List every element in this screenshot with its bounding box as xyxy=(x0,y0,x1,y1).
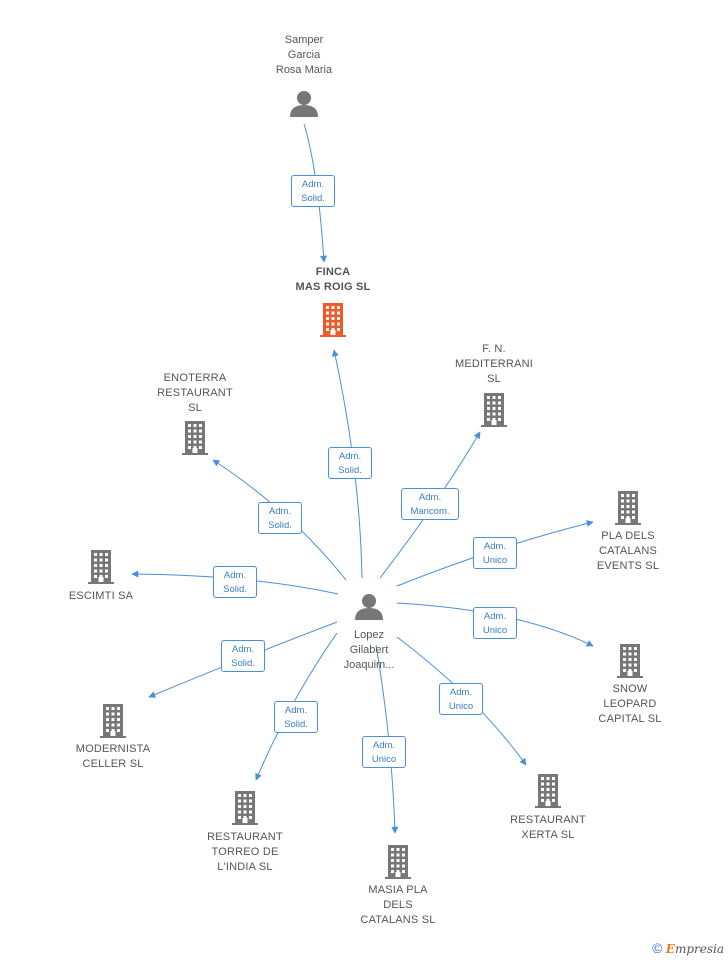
building-icon-escimti[interactable] xyxy=(88,550,114,584)
copyright[interactable]: © Empresia xyxy=(652,940,724,956)
brand-name: mpresia xyxy=(674,942,724,956)
relation-label-lopez-to-xerta[interactable]: Adm. Unico xyxy=(439,683,483,715)
node-label-torreo[interactable]: RESTAURANT TORREO DE L'INDIA SL xyxy=(207,831,283,873)
node-label-xerta[interactable]: RESTAURANT XERTA SL xyxy=(510,814,586,841)
building-icon-snow[interactable] xyxy=(617,644,643,678)
node-label-masia[interactable]: MASIA PLA DELS CATALANS SL xyxy=(360,884,436,926)
person-icon-lopez[interactable] xyxy=(355,594,383,620)
building-icon-masia[interactable] xyxy=(385,845,411,879)
node-label-lopez[interactable]: Lopez Gilabert Joaquim... xyxy=(343,629,395,671)
building-icon-finca[interactable] xyxy=(320,303,346,337)
node-label-finca[interactable]: FINCA MAS ROIG SL xyxy=(295,266,371,293)
building-icon-fn[interactable] xyxy=(481,393,507,427)
copyright-icon: © xyxy=(652,940,663,956)
relation-label-lopez-to-finca[interactable]: Adm. Solid. xyxy=(328,447,372,479)
building-icon-xerta[interactable] xyxy=(535,774,561,808)
relation-label-lopez-to-escimti[interactable]: Adm. Solid. xyxy=(213,566,257,598)
node-label-enoterra[interactable]: ENOTERRA RESTAURANT SL xyxy=(157,372,233,414)
building-icon-modernista[interactable] xyxy=(100,704,126,738)
node-label-samper[interactable]: Samper Garcia Rosa Maria xyxy=(275,34,333,76)
relation-label-lopez-to-pladels[interactable]: Adm. Unico xyxy=(473,537,517,569)
icons-layer xyxy=(88,91,643,879)
node-label-modernista[interactable]: MODERNISTA CELLER SL xyxy=(75,743,151,770)
relation-label-lopez-to-modernista[interactable]: Adm. Solid. xyxy=(221,640,265,672)
node-label-escimti[interactable]: ESCIMTI SA xyxy=(68,590,134,602)
relation-label-lopez-to-masia[interactable]: Adm. Unico xyxy=(362,736,406,768)
relation-label-lopez-to-torreo[interactable]: Adm. Solid. xyxy=(274,701,318,733)
building-icon-pladels[interactable] xyxy=(615,491,641,525)
relation-label-lopez-to-fn[interactable]: Adm. Mancom. xyxy=(401,488,459,520)
node-label-fn[interactable]: F. N. MEDITERRANI SL xyxy=(455,343,533,385)
building-icon-torreo[interactable] xyxy=(232,791,258,825)
relation-label-lopez-to-enoterra[interactable]: Adm. Solid. xyxy=(258,502,302,534)
relation-label-samper-to-finca[interactable]: Adm. Solid. xyxy=(291,175,335,207)
node-label-snow[interactable]: SNOW LEOPARD CAPITAL SL xyxy=(598,683,662,725)
relation-label-lopez-to-snow[interactable]: Adm. Unico xyxy=(473,607,517,639)
person-icon-samper[interactable] xyxy=(290,91,318,117)
building-icon-enoterra[interactable] xyxy=(182,421,208,455)
node-label-pladels[interactable]: PLA DELS CATALANS EVENTS SL xyxy=(596,530,660,572)
brand-initial: E xyxy=(665,942,675,956)
